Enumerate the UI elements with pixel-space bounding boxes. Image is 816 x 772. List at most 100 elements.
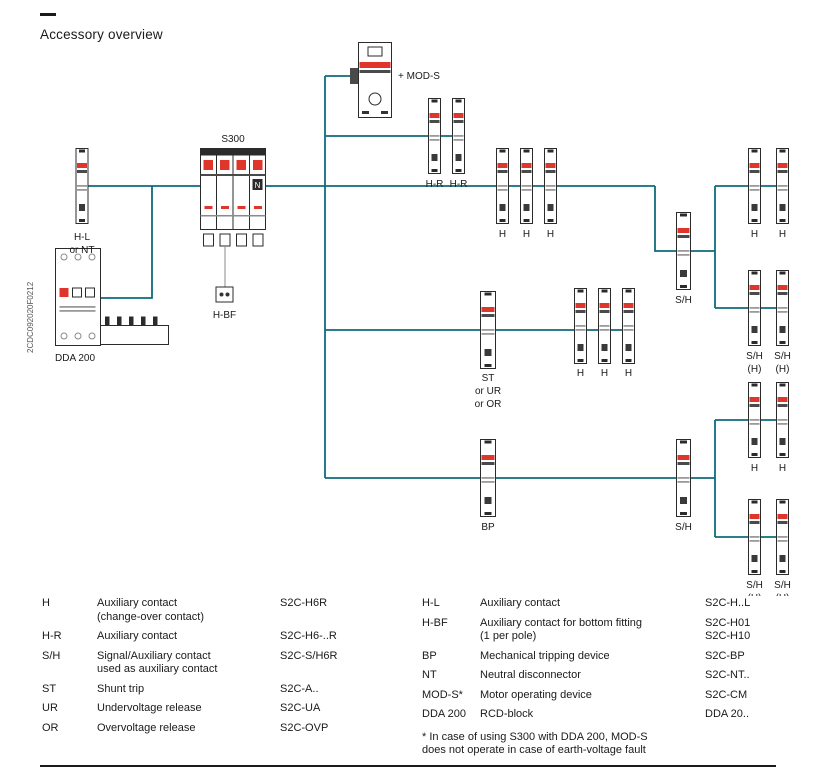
- legend-footnote: * In case of using S300 with DDA 200, MO…: [422, 730, 648, 757]
- legend-code: S2C-NT..: [705, 669, 750, 681]
- legend-code: S2C-H01 S2C-H10: [705, 616, 751, 643]
- legend-term: NT: [422, 669, 437, 681]
- legend-code: S2C-S/H6R: [280, 649, 338, 662]
- device-h-pair-top-1: [748, 148, 761, 224]
- label-st-1: ST: [482, 373, 495, 384]
- device-st: [480, 291, 496, 369]
- device-hr-2: [452, 98, 465, 174]
- legend-code: S2C-UA: [280, 702, 321, 714]
- device-shh-bot-2: [776, 499, 789, 575]
- legend-term: UR: [42, 702, 58, 714]
- label-h-g1-3: H: [547, 229, 554, 240]
- legend-code: S2C-H6-..R: [280, 630, 337, 642]
- device-sh-bottom: [676, 439, 691, 517]
- label-h-g2-3: H: [625, 368, 632, 379]
- label-mods: + MOD-S: [398, 71, 440, 82]
- label-shh-top-2a: S/H: [774, 351, 791, 362]
- label-sh-bottom: S/H: [675, 522, 692, 533]
- accessory-diagram: N: [26, 42, 791, 596]
- legend-desc: Mechanical tripping device: [480, 649, 610, 662]
- label-shh-bot-2b: (H): [776, 593, 790, 596]
- device-h-g2-2: [598, 288, 611, 364]
- device-h-g1-1: [496, 148, 509, 224]
- legend-desc: Motor operating device: [480, 688, 592, 701]
- legend-term: MOD-S*: [422, 688, 463, 701]
- label-h-g1-2: H: [523, 229, 530, 240]
- legend-desc: Undervoltage release: [97, 702, 202, 714]
- label-h-pair-top-1: H: [751, 229, 758, 240]
- device-h-pair-bot-2: [776, 382, 789, 458]
- label-h-g2-2: H: [601, 368, 608, 379]
- wire-rail-step-to-sh: [654, 186, 715, 252]
- label-hr-1: H-R: [426, 179, 444, 190]
- device-hbf: [215, 286, 234, 303]
- legend-term: OR: [42, 721, 59, 734]
- legend-desc: RCD-block: [480, 708, 534, 720]
- device-hl: [75, 148, 89, 224]
- label-s300: S300: [221, 134, 245, 145]
- legend-term: ST: [42, 682, 57, 695]
- legend-code: S2C-CM: [705, 688, 748, 701]
- bottom-rule: [40, 765, 776, 767]
- legend-desc: Neutral disconnector: [480, 669, 581, 681]
- legend-code: S2C-A..: [280, 682, 319, 695]
- wire-dda-link: [101, 186, 153, 299]
- device-h-pair-top-2: [776, 148, 789, 224]
- device-shh-top-1: [748, 270, 761, 346]
- label-h-pair-bot-1: H: [751, 463, 758, 474]
- device-mods: [350, 42, 392, 118]
- legend-term: H-BF: [422, 616, 448, 629]
- legend-code: S2C-OVP: [280, 721, 329, 734]
- label-h-pair-top-2: H: [779, 229, 786, 240]
- legend-desc: Auxiliary contact for bottom fitting (1 …: [480, 616, 643, 643]
- label-shh-bot-1a: S/H: [746, 580, 763, 591]
- document-code-vertical: 2CDC092020F0212: [26, 281, 35, 353]
- legend-term: BP: [422, 649, 437, 662]
- device-sh-top: [676, 212, 691, 290]
- label-sh-top: S/H: [675, 295, 692, 306]
- label-hl-1: H-L: [74, 232, 91, 243]
- label-shh-bot-1b: (H): [748, 593, 762, 596]
- legend-desc: Shunt trip: [97, 682, 145, 695]
- label-h-g1-1: H: [499, 229, 506, 240]
- device-shh-top-2: [776, 270, 789, 346]
- legend-desc: Auxiliary contact: [97, 630, 178, 642]
- device-h-g1-3: [544, 148, 557, 224]
- legend-code: S2C-H..L: [705, 597, 751, 609]
- legend-left-column: H Auxiliary contact (change-over contact…: [42, 597, 410, 735]
- device-shh-bot-1: [748, 499, 761, 575]
- legend-code: DDA 20..: [705, 708, 750, 720]
- device-bp: [480, 439, 496, 517]
- device-h-g2-3: [622, 288, 635, 364]
- label-h-pair-bot-2: H: [779, 463, 786, 474]
- legend-desc: Auxiliary contact: [480, 597, 561, 609]
- label-st-2: or UR: [475, 386, 501, 397]
- device-s300: N: [200, 148, 266, 230]
- label-hr-2: H-R: [450, 179, 468, 190]
- device-h-g2-1: [574, 288, 587, 364]
- label-hbf: H-BF: [213, 310, 236, 321]
- label-shh-bot-2a: S/H: [774, 580, 791, 591]
- legend-desc: Auxiliary contact (change-over contact): [97, 597, 204, 623]
- device-hr-1: [428, 98, 441, 174]
- device-h-g1-2: [520, 148, 533, 224]
- legend-desc: Signal/Auxiliary contact used as auxilia…: [97, 649, 218, 676]
- page-title: Accessory overview: [40, 27, 163, 42]
- legend-term: H: [42, 597, 50, 609]
- label-dda200: DDA 200: [55, 353, 95, 364]
- label-shh-top-1b: (H): [748, 364, 762, 375]
- title-dash: [40, 13, 56, 16]
- legend-code: S2C-BP: [705, 649, 745, 662]
- legend-right-column: H-L Auxiliary contact S2C-H..L H-BF Auxi…: [422, 597, 798, 758]
- device-dda200: [55, 248, 169, 346]
- label-shh-top-2b: (H): [776, 364, 790, 375]
- neutral-pole-label: N: [255, 181, 261, 190]
- label-bp: BP: [481, 522, 495, 533]
- label-hl-2: or NT: [70, 245, 95, 256]
- s300-terminals: [203, 233, 264, 247]
- label-h-g2-1: H: [577, 368, 584, 379]
- neutral-pole-badge: [252, 179, 263, 190]
- legend-term: H-L: [422, 597, 440, 609]
- legend-desc: Overvoltage release: [97, 721, 196, 734]
- legend-term: H-R: [42, 630, 62, 642]
